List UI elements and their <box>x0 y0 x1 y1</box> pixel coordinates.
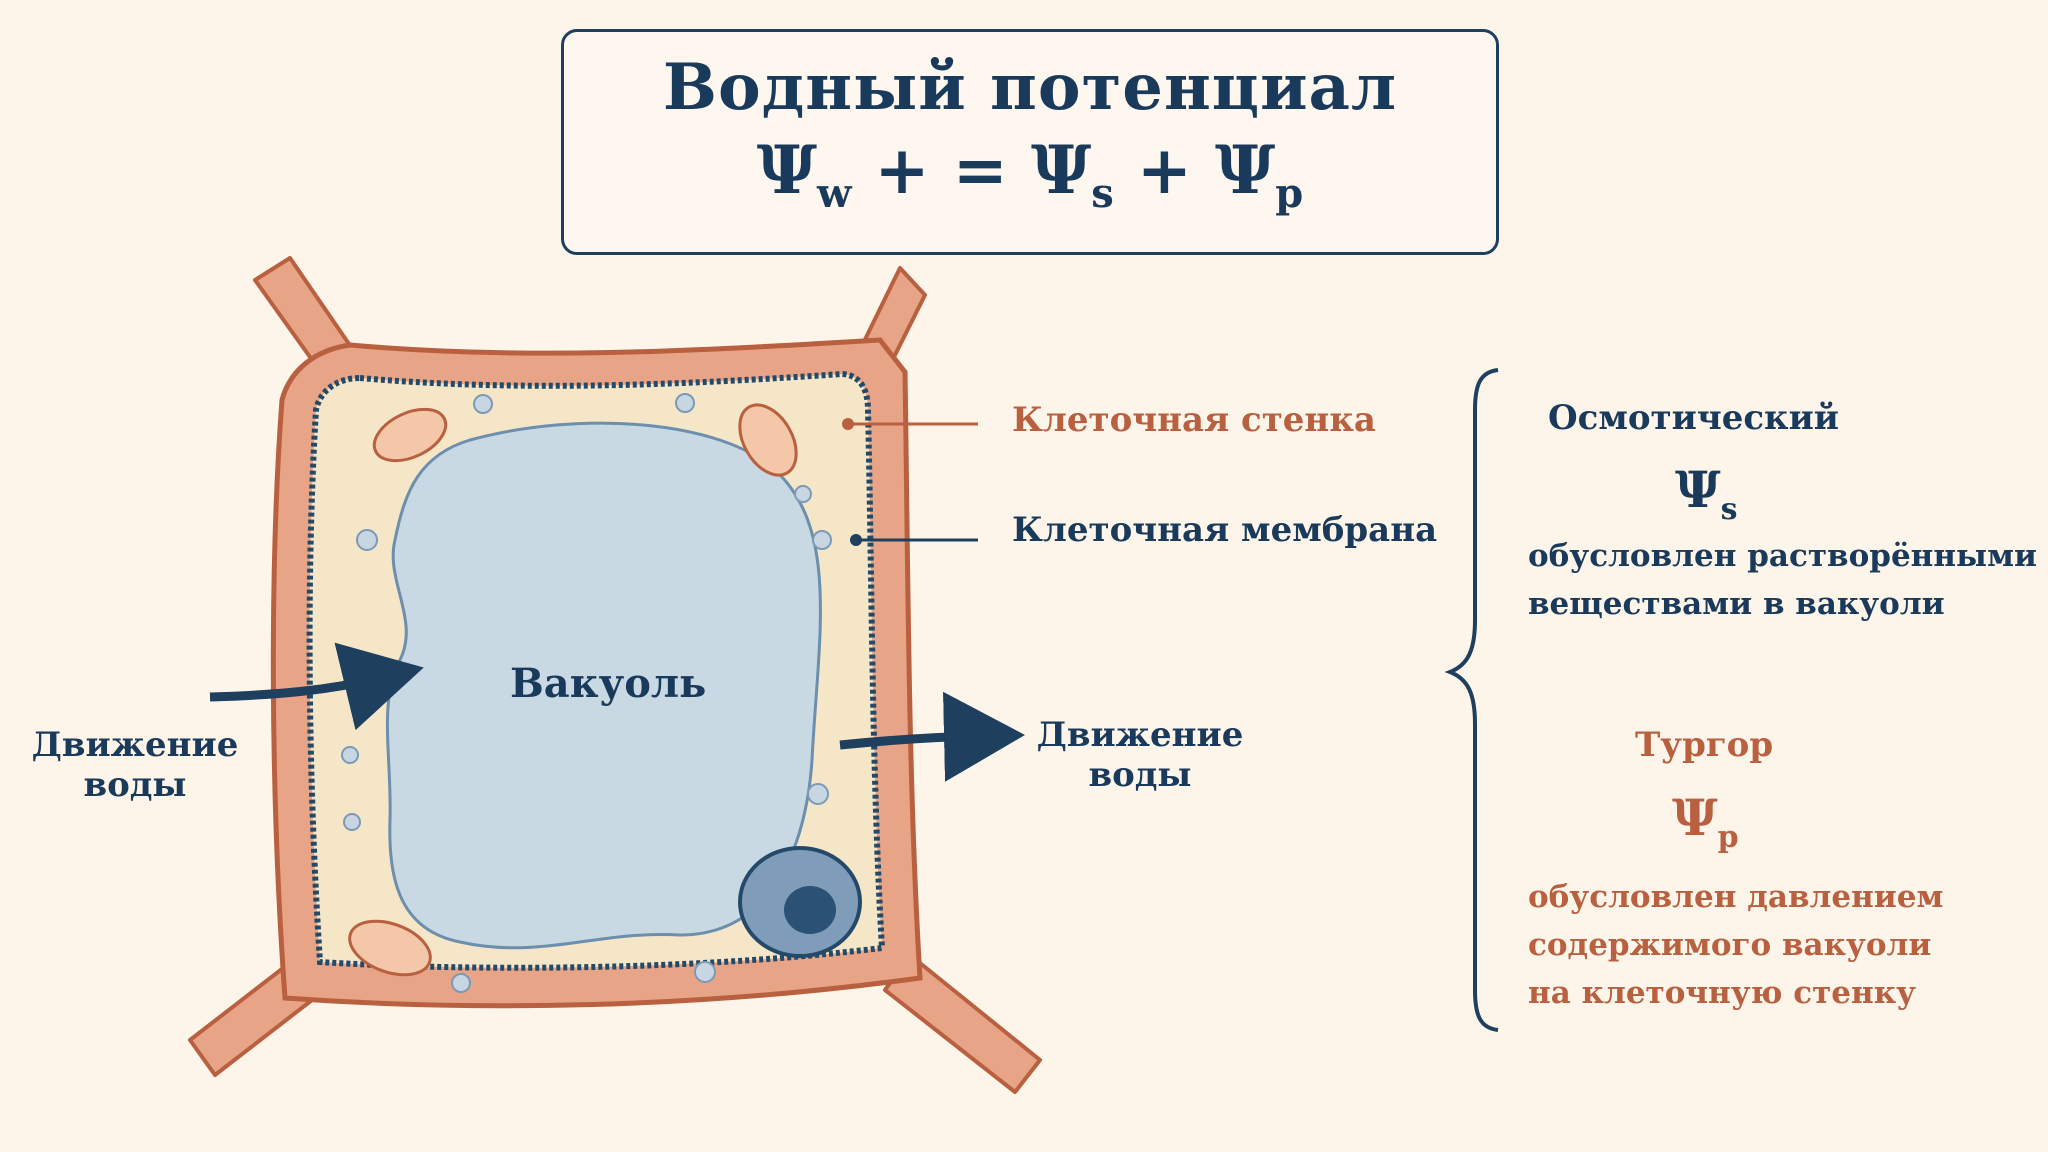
water-out-arrow <box>839 691 1025 782</box>
subscript-w: w <box>816 170 852 217</box>
psi-symbol: Ψ <box>756 131 817 209</box>
psi-symbol: Ψ <box>1672 788 1718 847</box>
plus-equals: + = <box>851 131 1031 209</box>
cell-membrane-label: Клеточная мембрана <box>1012 510 1438 550</box>
psi-symbol: Ψ <box>1215 131 1276 209</box>
water-out-line-1: Движение <box>1036 715 1244 755</box>
curly-brace <box>1444 368 1499 1032</box>
nucleus <box>738 846 862 958</box>
turgor-description: обусловлен давлением содержимого вакуоли… <box>1528 873 1943 1017</box>
turgor-title: Тургор <box>1635 725 1774 765</box>
cell-wall-label: Клеточная стенка <box>1012 400 1376 440</box>
subscript-p: p <box>1275 170 1304 217</box>
wall-leader-dot <box>842 418 854 430</box>
osmotic-symbol: Ψs <box>1675 460 1738 527</box>
water-in-line-2: воды <box>83 765 187 805</box>
water-in-arrow <box>209 642 424 731</box>
turgor-symbol: Ψp <box>1672 788 1739 855</box>
osmotic-desc-line-1: обусловлен растворёнными <box>1528 538 2038 574</box>
water-in-line-1: Движение <box>31 725 239 765</box>
vacuole <box>385 421 822 950</box>
mitochondria <box>348 403 798 977</box>
vesicles <box>341 393 832 993</box>
subscript-s: s <box>1720 492 1738 527</box>
osmotic-description: обусловлен растворёнными веществами в ва… <box>1528 532 2037 628</box>
subscript-s: s <box>1091 170 1114 217</box>
psi-symbol: Ψ <box>1030 131 1092 209</box>
page-title: Водный потенциал <box>662 50 1398 125</box>
water-out-line-2: воды <box>1088 755 1192 795</box>
water-out-label: Движение воды <box>1030 715 1250 795</box>
turgor-desc-line-1: обусловлен давлением <box>1528 879 1944 915</box>
osmotic-title: Осмотический <box>1548 398 1840 438</box>
psi-symbol: Ψ <box>1675 460 1721 519</box>
subscript-p: p <box>1717 820 1739 855</box>
water-potential-formula: Ψw + = Ψs + Ψp <box>564 131 1496 217</box>
membrane-leader-dot <box>850 534 862 546</box>
osmotic-desc-line-2: веществами в вакуоли <box>1528 586 1945 622</box>
vacuole-label: Вакуоль <box>510 660 707 707</box>
turgor-desc-line-3: на клеточную стенку <box>1528 975 1916 1011</box>
water-in-label: Движение воды <box>25 725 245 805</box>
title-box: Водный потенциал Ψw + = Ψs + Ψp <box>561 29 1499 255</box>
turgor-desc-line-2: содержимого вакуоли <box>1528 927 1932 963</box>
plus-sign: + <box>1113 131 1216 209</box>
